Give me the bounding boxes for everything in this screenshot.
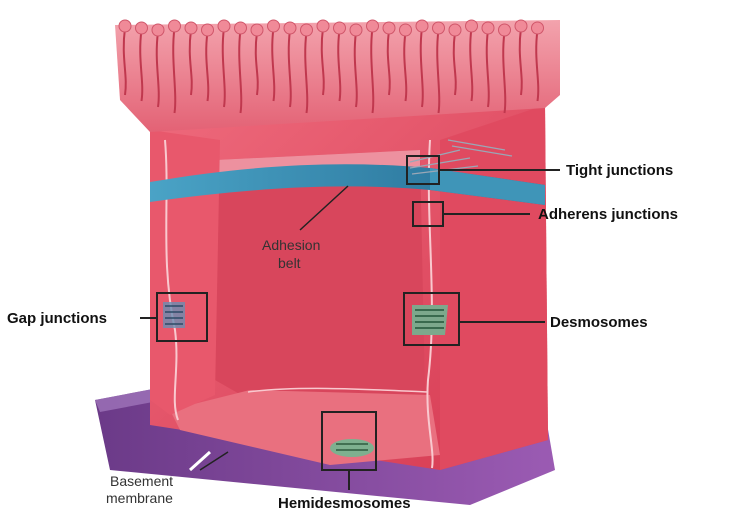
microvillus-tip	[383, 22, 395, 34]
microvillus-tip	[301, 24, 313, 36]
microvillus-tip	[515, 20, 527, 32]
microvillus-tip	[334, 22, 346, 34]
microvillus-tip	[235, 22, 247, 34]
microvillus-tip	[202, 24, 214, 36]
microvillus-tip	[268, 20, 280, 32]
microvillus-tip	[449, 24, 461, 36]
basement-membrane-label-line1: Basement	[110, 473, 173, 489]
microvillus-tip	[400, 24, 412, 36]
microvillus-tip	[499, 24, 511, 36]
gap-junctions-label: Gap junctions	[7, 310, 107, 327]
epithelial-cell-block	[150, 105, 548, 470]
adhesion-belt-label-line2: belt	[278, 255, 301, 271]
basement-membrane-label-line2: membrane	[106, 490, 173, 506]
microvillus-tip	[185, 22, 197, 34]
microvillus-tip	[152, 24, 164, 36]
microvillus-tip	[482, 22, 494, 34]
microvillus-tip	[136, 22, 148, 34]
microvillus-tip	[416, 20, 428, 32]
microvillus-tip	[284, 22, 296, 34]
hemidesmosomes-label: Hemidesmosomes	[278, 495, 411, 512]
adherens-junctions-label: Adherens junctions	[538, 206, 678, 223]
desmosomes-label: Desmosomes	[550, 314, 648, 331]
microvillus-tip	[367, 20, 379, 32]
microvillus-tip	[119, 20, 131, 32]
microvillus-tip	[218, 20, 230, 32]
microvillus-tip	[350, 24, 362, 36]
tight-junctions-label: Tight junctions	[566, 162, 673, 179]
microvillus-tip	[317, 20, 329, 32]
microvillus-tip	[251, 24, 263, 36]
adhesion-belt-label-line1: Adhesion	[262, 237, 320, 253]
microvillus-tip	[433, 22, 445, 34]
microvillus-tip	[169, 20, 181, 32]
microvillus-tip	[532, 22, 544, 34]
microvillus-tip	[466, 20, 478, 32]
